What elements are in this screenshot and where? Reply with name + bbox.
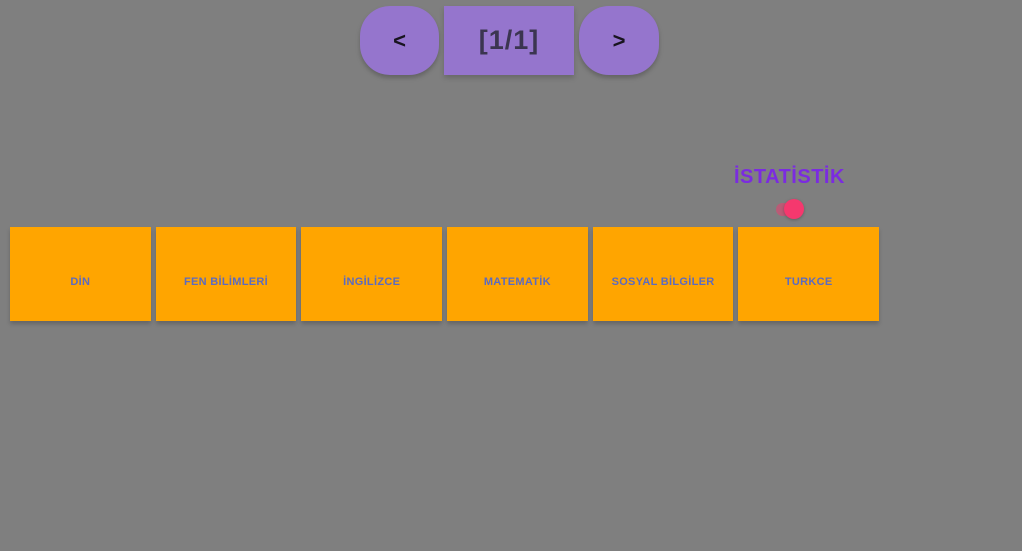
toggle-knob [784,199,804,219]
subjects-row: DİN FEN BİLİMLERİ İNGİLİZCE MATEMATİK SO… [10,227,880,321]
subject-label: FEN BİLİMLERİ [184,275,268,288]
subject-label: DİN [70,275,91,288]
subject-button-ingilizce[interactable]: İNGİLİZCE [301,227,443,321]
subject-button-din[interactable]: DİN [10,227,151,321]
subject-button-matematik[interactable]: MATEMATİK [447,227,588,321]
subject-button-fen-bilimleri[interactable]: FEN BİLİMLERİ [155,227,297,321]
statistics-title: İSTATİSTİK [734,166,845,188]
pager: < [1/1] > [360,6,659,75]
statistics-toggle-switch[interactable] [776,199,804,219]
pager-prev-button[interactable]: < [360,6,439,75]
subject-label: TURKCE [784,275,833,288]
subject-button-turkce[interactable]: TURKCE [738,227,880,321]
pager-next-button[interactable]: > [579,6,659,75]
subject-label: SOSYAL BİLGİLER [611,275,715,288]
subject-button-sosyal-bilgiler[interactable]: SOSYAL BİLGİLER [592,227,734,321]
page-indicator: [1/1] [444,6,574,75]
subject-label: İNGİLİZCE [343,275,401,288]
subject-label: MATEMATİK [483,275,551,288]
